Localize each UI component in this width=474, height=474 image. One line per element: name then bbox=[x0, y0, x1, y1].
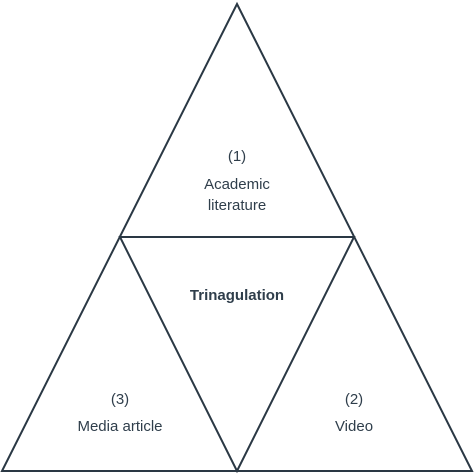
top-label-line2: literature bbox=[208, 197, 266, 214]
right-number: (2) bbox=[345, 391, 363, 408]
right-label: Video bbox=[335, 418, 373, 435]
center-triangle bbox=[118, 236, 356, 474]
left-number: (3) bbox=[111, 391, 129, 408]
left-label: Media article bbox=[77, 418, 162, 435]
center-label: Trinagulation bbox=[190, 287, 284, 304]
top-label-line1: Academic bbox=[204, 176, 270, 193]
top-number: (1) bbox=[228, 148, 246, 165]
